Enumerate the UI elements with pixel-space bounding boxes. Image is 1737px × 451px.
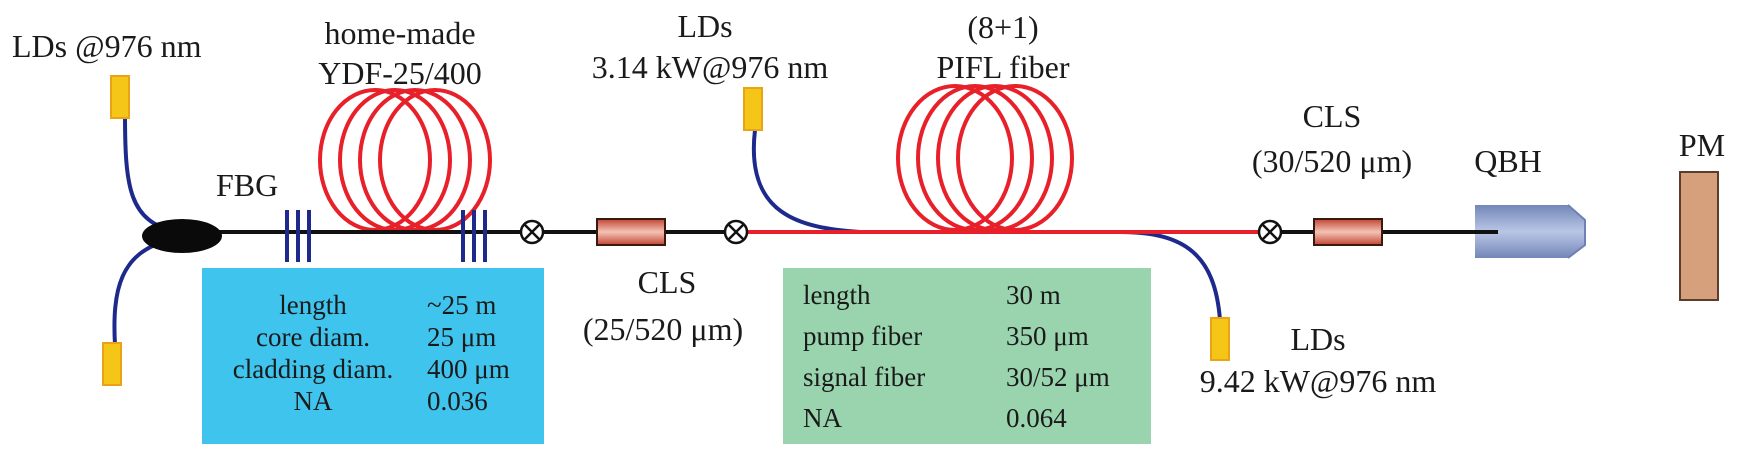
pifl-parameter-table: length 30 m pump fiber 350 μm signal fib… (803, 280, 1110, 433)
cls2-label-line2: (30/520 μm) (1252, 143, 1412, 179)
ydf-parameter-box (202, 268, 544, 444)
pifl-param-signal: signal fiber (803, 362, 925, 392)
ydf-param-core: core diam. (256, 322, 370, 352)
laser-diode-mid (743, 87, 763, 131)
pifl-param-na: NA (803, 403, 842, 433)
ydf-parameter-table: length ~25 m core diam. 25 μm cladding d… (233, 290, 510, 416)
fbg-output-coupler (461, 210, 487, 262)
splice-point-1 (519, 219, 545, 245)
pump-fiber-upper-left (123, 114, 176, 234)
pifl-param-length: length (803, 280, 871, 310)
cls2-label-line1: CLS (1303, 98, 1362, 134)
pifl-value-signal: 30/52 μm (1006, 362, 1110, 392)
pifl-coil (896, 84, 1074, 232)
cls1-label-line1: CLS (638, 264, 697, 300)
laser-diode-upper-left (110, 75, 130, 119)
ydf-value-na: 0.036 (427, 386, 488, 416)
cladding-light-stripper-1 (596, 218, 666, 246)
pump-combiner (142, 219, 222, 253)
power-meter (1679, 171, 1719, 301)
pifl-value-pump: 350 μm (1006, 321, 1089, 351)
cls1-label-line2: (25/520 μm) (583, 311, 743, 347)
lds-right-label-line2: 9.42 kW@976 nm (1200, 363, 1437, 399)
ydf-label-line2: YDF-25/400 (318, 55, 482, 91)
pifl-parameter-box (783, 268, 1151, 444)
pifl-label-line1: (8+1) (967, 9, 1038, 45)
pifl-value-na: 0.064 (1006, 403, 1067, 433)
pifl-param-pump: pump fiber (803, 321, 922, 351)
ydf-value-cladding: 400 μm (427, 354, 510, 384)
fbg-label: FBG (216, 167, 278, 203)
ydf-coil (318, 88, 492, 232)
laser-diode-right (1210, 317, 1230, 361)
splice-point-2 (723, 219, 749, 245)
ydf-param-length: length (279, 290, 347, 320)
pump-fiber-mid (751, 129, 861, 234)
pump-fiber-lower-left (112, 238, 171, 346)
qbh-label: QBH (1474, 143, 1542, 179)
lds-mid-label-line2: 3.14 kW@976 nm (592, 49, 829, 85)
pifl-value-length: 30 m (1006, 280, 1061, 310)
fbg-high-reflector (285, 210, 311, 262)
laser-diode-lower-left (102, 342, 122, 386)
pifl-label-line2: PIFL fiber (936, 49, 1069, 85)
lds-mid-label-line1: LDs (677, 8, 732, 44)
lds-right-label-line1: LDs (1290, 321, 1345, 357)
ydf-param-na: NA (294, 386, 333, 416)
ydf-value-core: 25 μm (427, 322, 496, 352)
cladding-light-stripper-2 (1313, 218, 1383, 246)
lds-left-label: LDs @976 nm (12, 28, 202, 64)
qbh-connector (1475, 204, 1586, 259)
splice-point-3 (1257, 219, 1283, 245)
ydf-value-length: ~25 m (427, 290, 496, 320)
ydf-label-line1: home-made (324, 15, 475, 51)
pm-label: PM (1679, 127, 1725, 163)
ydf-param-cladding: cladding diam. (233, 354, 393, 384)
